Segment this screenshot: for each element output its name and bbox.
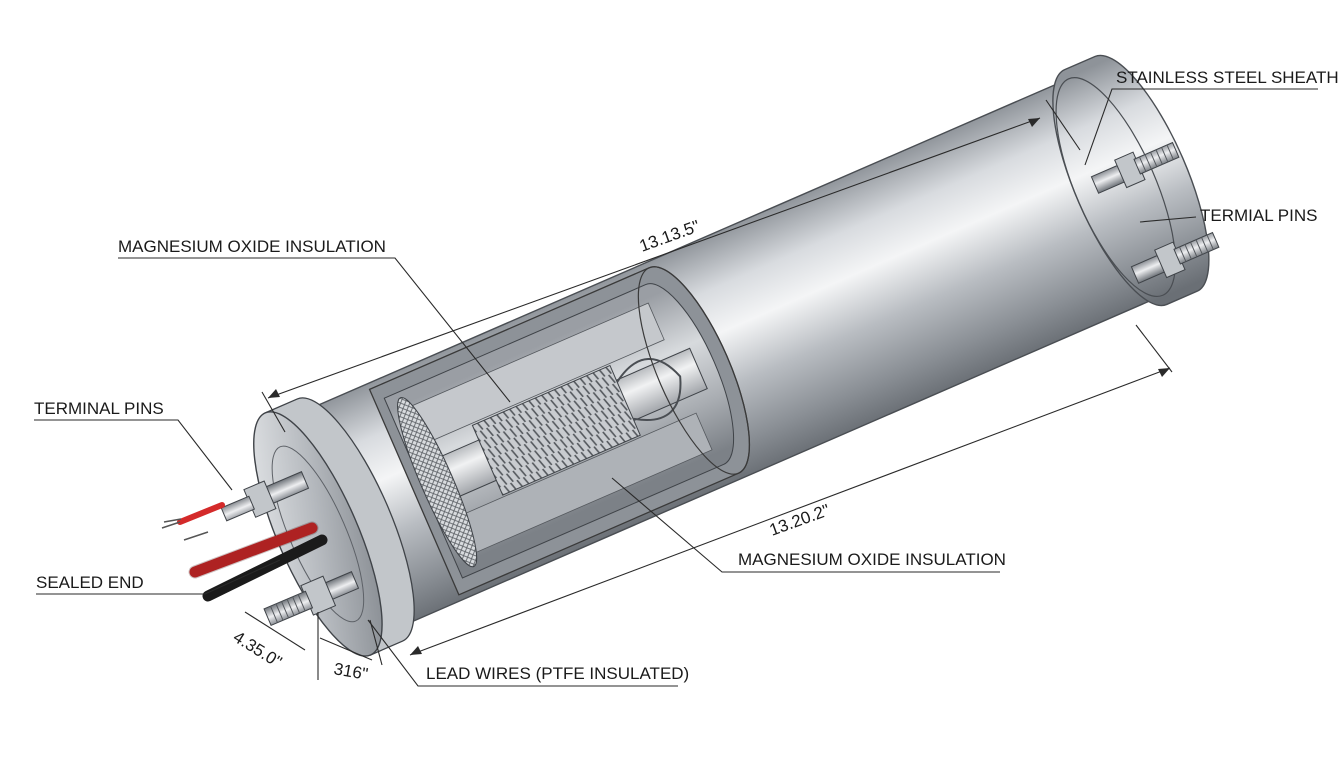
callout-sealed-end: SEALED END (36, 559, 281, 595)
label-sealed-end: SEALED END (36, 573, 144, 592)
far-terminal-pin-lower (1130, 231, 1220, 284)
label-lead-wires: LEAD WIRES (PTFE INSULATED) (426, 664, 689, 683)
cartridge-body (253, 54, 1210, 657)
callout-terminal-pins-right: TERMIAL PINS (1139, 206, 1317, 225)
label-terminal-pins-left: TERMINAL PINS (34, 399, 164, 418)
label-magnesium-oxide-bottom: MAGNESIUM OXIDE INSULATION (738, 550, 1006, 569)
label-terminal-pins-right: TERMIAL PINS (1200, 206, 1317, 225)
label-stainless-sheath: STAINLESS STEEL SHEATH (1116, 68, 1339, 87)
heating-coil (471, 364, 641, 496)
near-terminal-pin-lower (263, 571, 360, 627)
callout-terminal-pins-left: TERMINAL PINS (34, 399, 233, 491)
callout-magnesium-oxide-bottom: MAGNESIUM OXIDE INSULATION (611, 477, 1006, 573)
lead-wire-black (202, 534, 328, 602)
callout-lead-wires: LEAD WIRES (PTFE INSULATED) (367, 619, 689, 687)
lead-wire-red (189, 522, 318, 578)
dim-label-end-width: 4.35.0" (230, 627, 285, 671)
mesh-ring (397, 397, 478, 568)
lead-wire-red-small (177, 502, 225, 525)
callout-magnesium-oxide-top: MAGNESIUM OXIDE INSULATION (118, 237, 511, 403)
dim-label-end-small: 316" (332, 659, 369, 684)
far-terminal-pin-upper (1090, 141, 1180, 194)
label-magnesium-oxide-top: MAGNESIUM OXIDE INSULATION (118, 237, 386, 256)
callout-stainless-sheath: STAINLESS STEEL SHEATH (1084, 68, 1339, 166)
sealed-end-cap (253, 411, 383, 657)
dim-label-overall-bottom: 13.20.2" (767, 500, 832, 539)
near-terminal-pin-upper (220, 471, 310, 522)
